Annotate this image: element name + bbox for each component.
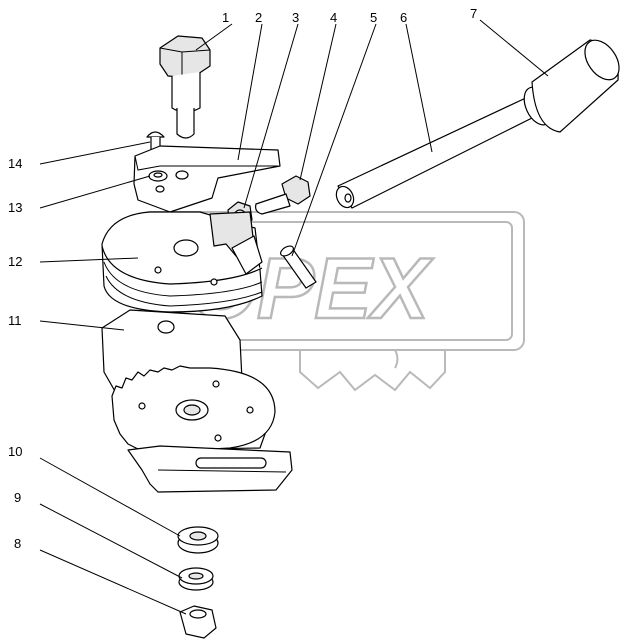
part-rod [335, 95, 541, 209]
part-washer [177, 526, 219, 554]
callout-3: 3 [292, 10, 299, 25]
part-plate [133, 145, 281, 213]
callout-7: 7 [470, 6, 477, 21]
callout-4: 4 [330, 10, 337, 25]
part-sector-gear [101, 309, 293, 493]
callout-1: 1 [222, 10, 229, 25]
callout-9: 9 [14, 490, 21, 505]
callout-2: 2 [255, 10, 262, 25]
callout-12: 12 [8, 254, 22, 269]
part-set-screw [255, 175, 311, 215]
callout-13: 13 [8, 200, 22, 215]
callout-8: 8 [14, 536, 21, 551]
part-handle-knob [523, 39, 620, 133]
part-spring-washer [178, 567, 214, 591]
leader-lines [39, 19, 549, 615]
part-small-washer [148, 170, 168, 182]
callout-11: 11 [8, 313, 22, 328]
part-nut [179, 605, 217, 639]
callout-6: 6 [400, 10, 407, 25]
callout-14: 14 [8, 156, 22, 171]
callout-labels: 1 2 3 4 5 6 7 8 9 10 11 12 13 14 [8, 6, 477, 551]
part-pin [280, 245, 317, 289]
callout-10: 10 [8, 444, 22, 459]
part-bolt [159, 35, 211, 139]
part-pulley [101, 211, 263, 313]
callout-5: 5 [370, 10, 377, 25]
